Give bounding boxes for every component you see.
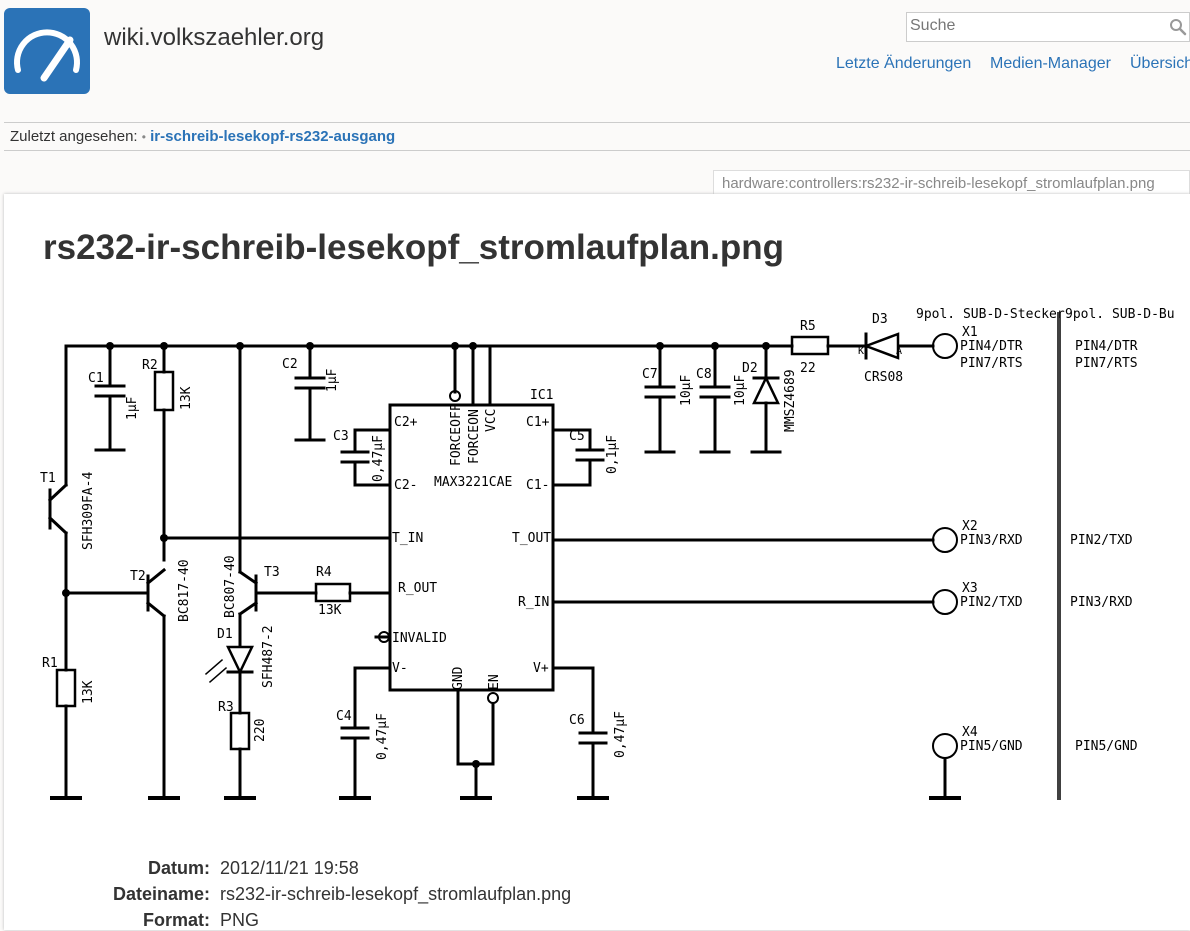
meta-label: Format: [143,910,210,930]
sch-label: T1 [40,471,56,486]
sch-label: PIN7/RTS [1075,356,1138,371]
sch-label: C2+ [394,415,418,430]
sch-label: FORCEON [467,409,482,464]
nav-recent-changes[interactable]: Letzte Änderungen [836,55,972,72]
circuit-schematic-image: 9pol. SUB-D-Stecker 9pol. SUB-D-Bu X1 PI… [40,307,1175,800]
sch-label: D2 [742,361,758,376]
sch-label: 0,47µF [613,711,628,758]
sch-label: PIN7/RTS [960,356,1023,371]
nav-sitemap[interactable]: Übersicht [1130,55,1190,72]
page-content: rs232-ir-schreib-lesekopf_stromlaufplan.… [4,194,1190,930]
sch-label: 9pol. SUB-D-Bu [1065,307,1175,322]
gauge-logo-icon[interactable] [4,8,90,94]
sch-label: 9pol. SUB-D-Stecker [916,307,1065,322]
sch-label: 0,47µF [371,435,386,482]
search-input[interactable] [907,13,1160,39]
sch-label: SFH487-2 [261,625,276,688]
sch-label: 13K [318,603,342,618]
sch-label: V+ [533,661,549,676]
sch-label: MAX3221CAE [434,475,512,490]
sch-label: 22 [800,361,816,376]
sch-label: VCC [484,409,499,432]
breadcrumb: Zuletzt angesehen: • ir-schreib-lesekopf… [10,128,395,145]
sch-label: 220 [253,719,268,742]
sch-label: MMSZ4689 [783,369,798,432]
sch-label: R3 [218,700,234,715]
sch-label: T_IN [392,531,423,546]
sch-label: R_IN [518,595,549,610]
sch-label: PIN5/GND [960,739,1023,754]
sch-label: C3 [333,429,349,444]
sch-label: C6 [569,713,585,728]
sch-label: 13K [179,386,194,410]
sch-label: BC817-40 [177,559,192,622]
breadcrumb-label: Zuletzt angesehen: [10,128,138,145]
nav-media-manager[interactable]: Medien-Manager [990,55,1111,72]
search-icon[interactable] [1169,18,1187,41]
sch-label: PIN4/DTR [960,339,1023,354]
sch-label: PIN4/DTR [1075,339,1138,354]
sch-label: BC807-40 [223,555,238,618]
sch-label: 1µF [125,396,140,420]
sch-label: INVALID [392,631,447,646]
site-title[interactable]: wiki.volkszaehler.org [104,24,325,51]
sch-label: PIN3/RXD [1070,595,1133,610]
sch-label: 0,1µF [605,435,620,474]
divider [4,122,1190,123]
sch-label: EN [487,674,502,690]
sch-label: X4 [962,725,978,740]
sch-label: R4 [316,565,332,580]
breadcrumb-separator: • [141,130,146,144]
sch-label: 1µF [325,368,340,392]
sch-label: C2 [282,357,298,372]
sch-label: SFH309FA-4 [81,472,96,550]
sch-label: PIN2/TXD [1070,533,1133,548]
sch-label: 10µF [733,375,748,406]
page-id: hardware:controllers:rs232-ir-schreib-le… [713,170,1190,195]
sch-label: X3 [962,581,978,596]
sch-label: R5 [800,319,816,334]
sch-label: C1- [526,478,549,493]
site-header: wiki.volkszaehler.org Letzte Änderungen … [0,0,1190,122]
sch-label: PIN5/GND [1075,739,1138,754]
sch-label: X2 [962,519,978,534]
sch-label: T_OUT [512,531,551,546]
sch-label: IC1 [530,388,553,403]
sch-label: R2 [142,358,158,373]
sch-label: X1 [962,325,978,340]
sch-label: 10µF [679,375,694,406]
sch-label: C8 [696,367,712,382]
sch-label: V- [392,661,408,676]
sch-label: T3 [264,565,280,580]
sch-label: K [858,346,864,357]
sch-label: D1 [217,627,233,642]
sch-label: PIN3/RXD [960,533,1023,548]
sch-label: GND [451,666,466,690]
sch-label: CRS08 [864,370,903,385]
sch-label: C2- [394,478,417,493]
sch-label: 0,47µF [375,713,390,760]
sch-label: C5 [569,429,585,444]
meta-value: rs232-ir-schreib-lesekopf_stromlaufplan.… [220,884,572,904]
sch-label: C7 [642,367,658,382]
sch-label: D3 [872,312,888,327]
breadcrumb-link[interactable]: ir-schreib-lesekopf-rs232-ausgang [150,128,396,145]
sch-label: C1+ [526,415,550,430]
search-box [906,12,1190,42]
sch-label: C1 [88,371,104,386]
sch-label: R_OUT [398,581,437,596]
meta-label: Datum: [148,858,210,878]
sch-label: 13K [81,680,96,704]
sch-label: FORCEOFF [449,403,464,466]
sch-label: R1 [42,656,58,671]
sch-label: PIN2/TXD [960,595,1023,610]
page-title: rs232-ir-schreib-lesekopf_stromlaufplan.… [43,228,785,267]
sch-label: A [896,346,902,357]
sch-label: C4 [336,709,352,724]
divider [4,150,1190,151]
meta-value: 2012/11/21 19:58 [220,858,359,878]
meta-label: Dateiname: [112,884,210,904]
meta-value: PNG [220,910,260,930]
sch-label: T2 [130,569,146,584]
